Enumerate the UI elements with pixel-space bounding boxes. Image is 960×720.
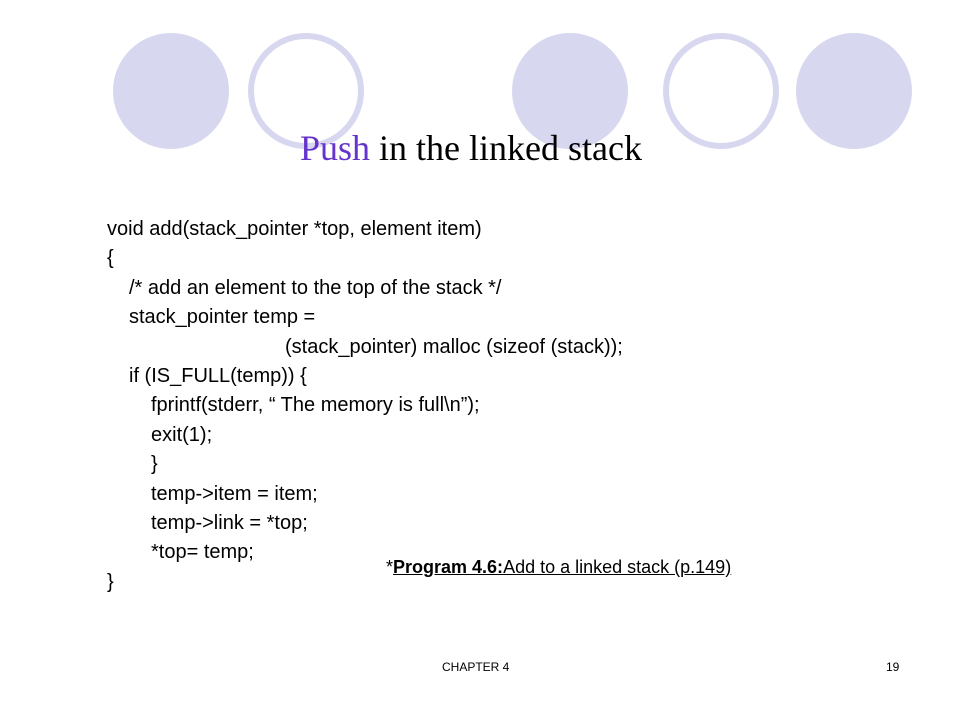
code-line: fprintf(stderr, “ The memory is full\n”)… <box>151 394 480 417</box>
code-line: } <box>107 570 114 593</box>
decor-circle-ring <box>248 33 364 149</box>
code-line: temp->item = item; <box>151 482 318 505</box>
footer-page-number: 19 <box>886 660 900 674</box>
footer-chapter: CHAPTER 4 <box>442 660 510 674</box>
slide-title: Push in the linked stack <box>300 127 642 169</box>
decor-circle-filled <box>796 33 912 149</box>
decor-circle-filled <box>113 33 229 149</box>
code-line: *top= temp; <box>151 541 254 564</box>
code-line: temp->link = *top; <box>151 511 308 534</box>
program-caption: *Program 4.6:Add to a linked stack (p.14… <box>386 553 731 582</box>
decor-circle-filled <box>512 33 628 149</box>
code-line: { <box>107 247 114 270</box>
code-line: exit(1); <box>151 423 213 446</box>
code-line: (stack_pointer) malloc (sizeof (stack)); <box>285 335 623 358</box>
slide-title-rest: in the linked stack <box>370 128 642 168</box>
code-line: if (IS_FULL(temp)) { <box>129 364 307 387</box>
slide-title-highlight: Push <box>300 128 371 168</box>
decor-circle-ring <box>663 33 779 149</box>
caption-prefix: * <box>386 557 394 577</box>
code-line: stack_pointer temp = <box>129 306 316 329</box>
code-line: void add(stack_pointer *top, element ite… <box>107 218 482 240</box>
code-line: } <box>151 453 158 476</box>
caption-description: Add to a linked stack (p.149) <box>503 557 732 577</box>
code-line: /* add an element to the top of the stac… <box>129 276 502 299</box>
caption-program-label: Program 4.6: <box>393 557 504 577</box>
code-block: void add(stack_pointer *top, element ite… <box>107 215 623 597</box>
caption-underlined: Program 4.6:Add to a linked stack (p.149… <box>393 557 731 577</box>
